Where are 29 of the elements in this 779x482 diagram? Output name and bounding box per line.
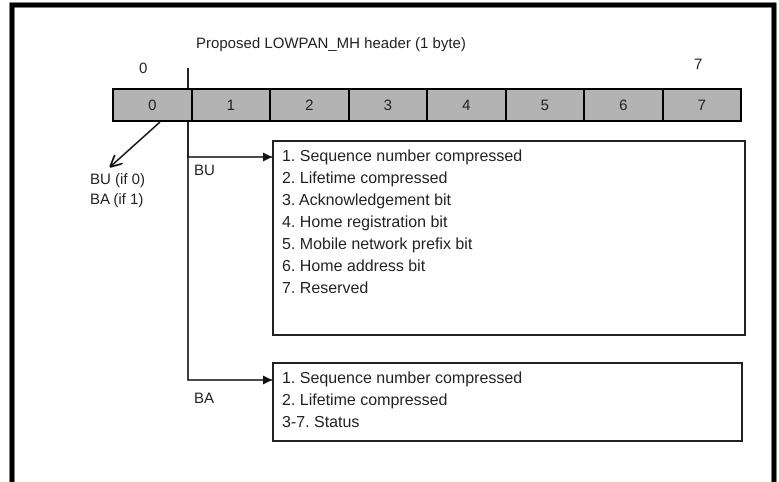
list-item: 3. Acknowledgement bit bbox=[282, 191, 452, 211]
field-list-box bbox=[272, 140, 746, 336]
branch-arrow bbox=[187, 68, 272, 384]
bit-cell: 3 bbox=[348, 88, 428, 122]
bit-cell: 7 bbox=[662, 88, 742, 122]
list-item: 1. Sequence number compressed bbox=[282, 369, 524, 389]
bit-cell: 4 bbox=[426, 88, 506, 122]
list-item: 3-7. Status bbox=[282, 413, 360, 433]
diagram-title: Proposed LOWPAN_MH header (1 byte) bbox=[196, 35, 466, 52]
bit-value-note: BU (if 0) bbox=[90, 170, 146, 190]
list-item: 4. Home registration bit bbox=[282, 213, 448, 233]
bit-index-label: 7 bbox=[694, 56, 702, 73]
list-item: 6. Home address bit bbox=[282, 257, 426, 277]
field-list-box bbox=[272, 362, 743, 442]
bit-cell: 2 bbox=[269, 88, 350, 122]
bit-cell: 5 bbox=[504, 88, 585, 122]
list-item: 2. Lifetime compressed bbox=[282, 391, 448, 411]
bit-cell: 0 bbox=[112, 88, 192, 122]
list-item: 7. Reserved bbox=[282, 279, 370, 299]
bit-cell: 6 bbox=[583, 88, 664, 122]
bit-index-label: 0 bbox=[139, 60, 148, 77]
bit-value-note: BA (if 1) bbox=[90, 190, 144, 210]
arrow bbox=[109, 121, 161, 168]
list-item: 5. Mobile network prefix bit bbox=[282, 235, 474, 255]
edge-label: BU bbox=[194, 162, 215, 179]
bit-cell: 1 bbox=[190, 88, 271, 122]
edge-label: BA bbox=[194, 390, 214, 407]
list-item: 1. Sequence number compressed bbox=[282, 147, 524, 167]
list-item: 2. Lifetime compressed bbox=[282, 169, 448, 189]
